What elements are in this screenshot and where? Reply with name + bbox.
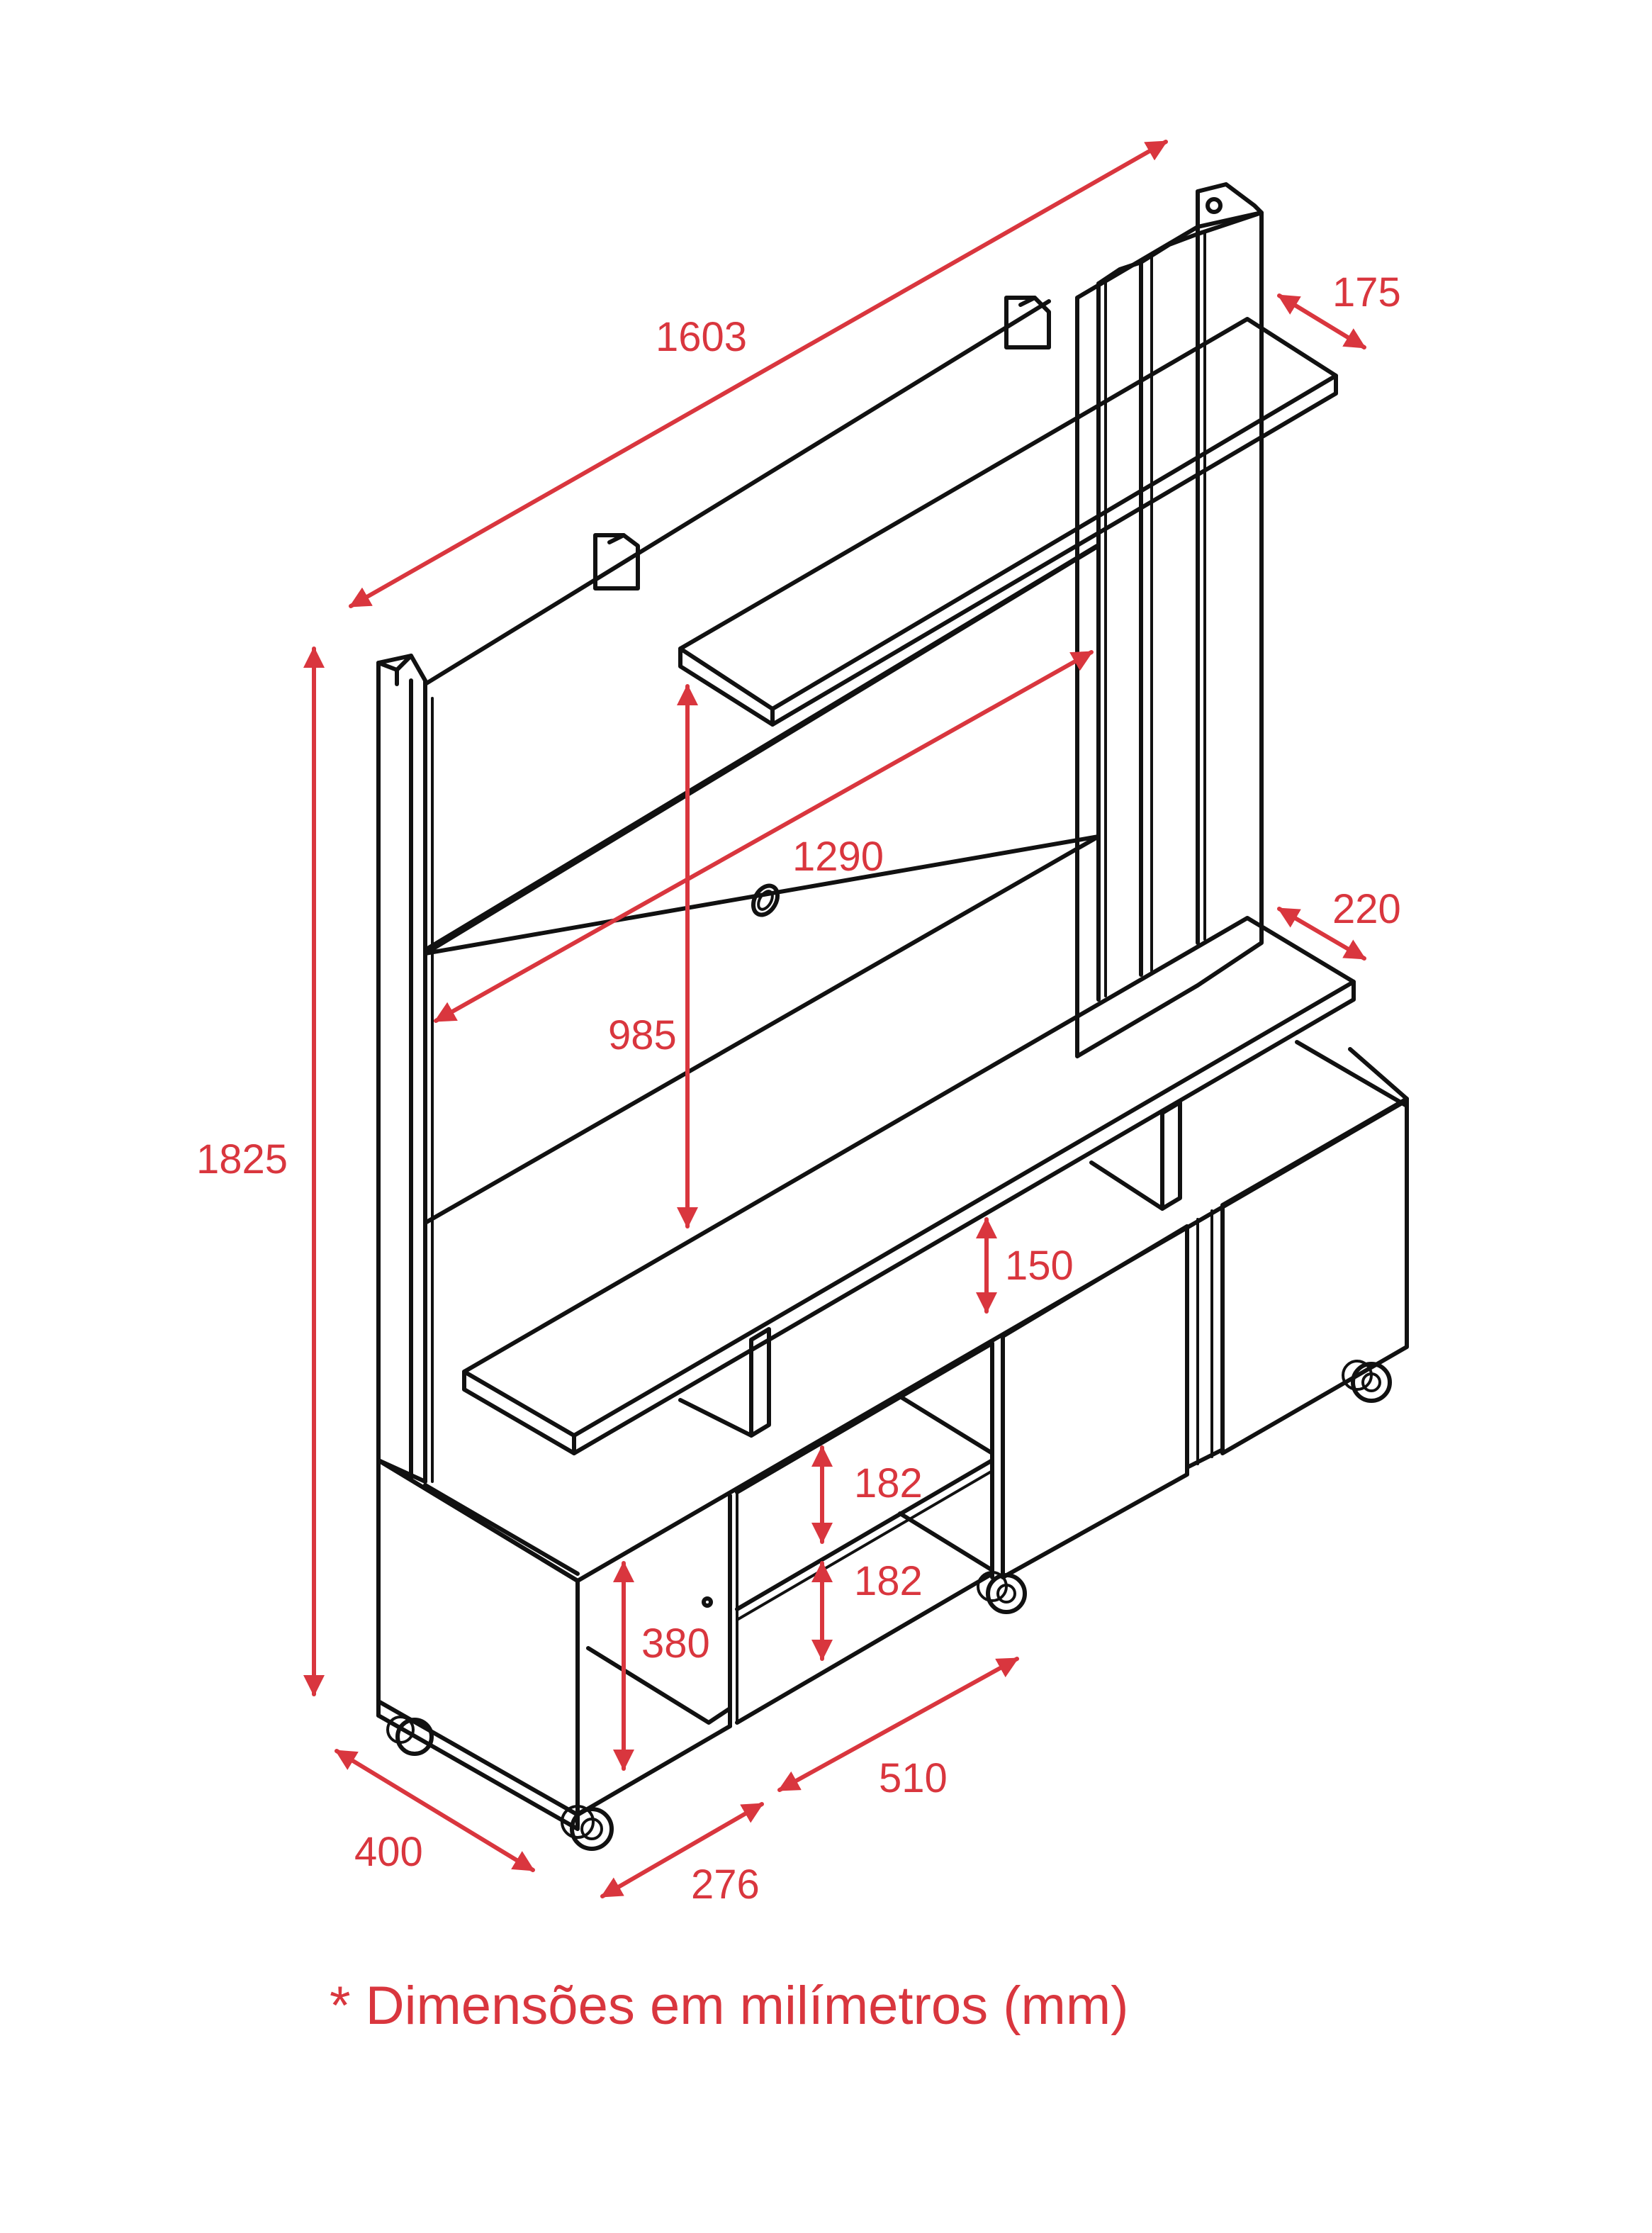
label-door-width: 510 (879, 1755, 948, 1801)
label-side-module: 276 (691, 1862, 760, 1908)
top-shelf (678, 317, 1338, 727)
back-panel (423, 299, 1101, 1484)
label-tv-width: 1290 (792, 834, 884, 880)
label-rack-height: 380 (641, 1621, 710, 1667)
dim-line-width-total (349, 140, 1168, 608)
cable-hole (751, 883, 780, 917)
label-top-shelf-depth: 175 (1332, 269, 1401, 315)
caster-right (1342, 1360, 1392, 1403)
label-rack-depth: 400 (354, 1829, 423, 1875)
dim-line-door-width (777, 1657, 1019, 1792)
label-width-total: 1603 (656, 314, 747, 360)
dim-line-top-shelf-depth (1277, 293, 1366, 349)
label-niche-upper: 182 (854, 1460, 923, 1506)
label-niche-lower: 182 (854, 1558, 923, 1604)
caster-front-left (561, 1805, 614, 1851)
units-note: * Dimensões em milímetros (mm) (330, 1976, 1128, 2036)
rack-doors (1001, 1097, 1409, 1579)
dim-line-tv-width (434, 650, 1094, 1023)
shelf-supports (678, 1100, 1182, 1438)
label-gap-above-rack: 150 (1005, 1243, 1074, 1289)
dim-line-rack-depth (335, 1749, 535, 1872)
label-tv-height: 985 (608, 1012, 677, 1058)
caster-middle (977, 1571, 1027, 1614)
dim-line-lower-shelf-depth (1277, 907, 1366, 961)
dimension-lines (303, 140, 1366, 1898)
label-height-total: 1825 (196, 1136, 288, 1182)
lower-shelf (462, 916, 1356, 1455)
dim-line-side-module (600, 1802, 764, 1898)
dimension-labels: 1603 1825 175 1290 985 220 150 182 182 3… (196, 269, 1401, 1908)
label-lower-shelf-depth: 220 (1332, 886, 1401, 932)
open-niche (575, 1335, 1004, 1817)
left-side-panel (376, 654, 427, 1484)
